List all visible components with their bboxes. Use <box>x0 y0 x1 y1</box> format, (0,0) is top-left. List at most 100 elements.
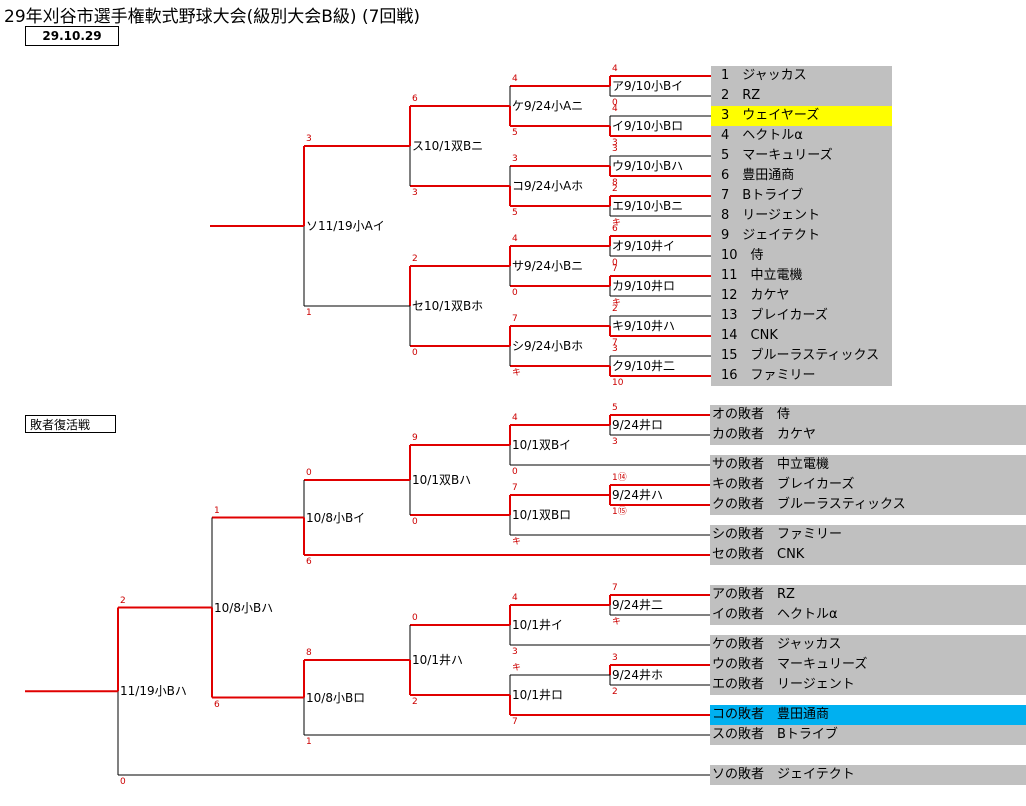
consolation-team-row: コの敗者 豊田通商 <box>710 705 1026 725</box>
game-label: 10/8小Bハ <box>214 600 274 615</box>
game-label: オ9/10井イ <box>612 239 675 253</box>
team-row: 4 ヘクトルα <box>711 126 892 146</box>
team-row: 13 ブレイカーズ <box>711 306 892 326</box>
game-label: 9/24井ロ <box>612 418 663 432</box>
team-row: 11 中立電機 <box>711 266 892 286</box>
game-label: 11/19小Bハ <box>120 684 187 699</box>
score-label: 1⑭ <box>612 473 627 483</box>
score-label: キ <box>612 617 622 627</box>
score-label: 0 <box>612 258 618 268</box>
score-label: 10 <box>612 378 624 388</box>
score-label: 2 <box>612 687 618 697</box>
score-label: 1 <box>214 505 220 516</box>
team-row: 3 ウェイヤーズ <box>711 106 892 126</box>
score-label: キ <box>612 218 622 228</box>
consolation-team-row: ケの敗者 ジャッカス <box>710 635 1026 655</box>
score-label: キ <box>612 298 622 308</box>
score-label: 3 <box>612 344 618 354</box>
game-label: ソ11/19小Aイ <box>306 219 385 233</box>
consolation-team-row: ソの敗者 ジェイテクト <box>710 765 1026 785</box>
game-label: エ9/10小Bニ <box>612 199 684 213</box>
game-label: 10/1双Bイ <box>512 438 572 452</box>
game-label: イ9/10小Bロ <box>612 119 684 133</box>
score-label: 3 <box>612 138 618 148</box>
score-label: 0 <box>512 288 518 298</box>
score-label: 3 <box>306 134 312 144</box>
consolation-team-row: シの敗者 ファミリー <box>710 525 1026 545</box>
score-label: 1 <box>306 737 312 747</box>
game-label: 10/1双Bロ <box>512 508 572 522</box>
team-row: 15 ブルーラスティックス <box>711 346 892 366</box>
score-label: 3 <box>612 653 618 663</box>
score-label: 7 <box>512 314 518 324</box>
game-label: 9/24井ホ <box>612 668 663 682</box>
game-label: ウ9/10小Bハ <box>612 159 684 173</box>
score-label: 7 <box>512 717 518 727</box>
score-label: 0 <box>306 468 312 478</box>
game-label: キ9/10井ハ <box>612 319 675 333</box>
score-label: 0 <box>612 98 618 108</box>
team-row: 10 侍 <box>711 246 892 266</box>
date-box: 29.10.29 <box>25 26 119 46</box>
team-row: 2 RZ <box>711 86 892 106</box>
team-row: 1 ジャッカス <box>711 66 892 86</box>
team-row: 7 Bトライブ <box>711 186 892 206</box>
consolation-team-row: ウの敗者 マーキュリーズ <box>710 655 1026 675</box>
score-label: 4 <box>512 74 518 84</box>
score-label: 2 <box>612 304 618 314</box>
game-label: 10/1井イ <box>512 618 563 632</box>
score-label: 3 <box>612 437 618 447</box>
score-label: 3 <box>612 144 618 154</box>
consolation-team-row: キの敗者 ブレイカーズ <box>710 475 1026 495</box>
score-label: 6 <box>412 94 418 104</box>
page-title: 29年刈谷市選手権軟式野球大会(級別大会B級) (7回戦) <box>4 7 421 27</box>
game-label: ケ9/24小Aニ <box>512 99 584 113</box>
score-label: 2 <box>412 697 418 707</box>
consolation-team-row: エの敗者 リージェント <box>710 675 1026 695</box>
score-label: 2 <box>612 184 618 194</box>
score-label: キ <box>512 663 522 673</box>
score-label: 8 <box>612 178 618 188</box>
consolation-team-row: アの敗者 RZ <box>710 585 1026 605</box>
consolation-team-row: スの敗者 Bトライブ <box>710 725 1026 745</box>
game-label: 10/8小Bロ <box>306 690 366 705</box>
score-label: 9 <box>412 433 418 443</box>
score-label: 4 <box>612 64 618 74</box>
score-label: キ <box>512 537 522 547</box>
game-label: カ9/10井ロ <box>612 279 675 293</box>
game-label: 9/24井二 <box>612 598 663 612</box>
team-row: 12 カケヤ <box>711 286 892 306</box>
score-label: 0 <box>120 777 126 787</box>
score-label: 0 <box>412 348 418 358</box>
team-row: 5 マーキュリーズ <box>711 146 892 166</box>
score-label: 1 <box>306 308 312 318</box>
game-label: 10/1双Bハ <box>412 473 472 487</box>
score-label: 0 <box>412 613 418 623</box>
game-label: コ9/24小Aホ <box>512 179 584 193</box>
score-label: 1⑮ <box>612 507 627 517</box>
team-row: 6 豊田通商 <box>711 166 892 186</box>
score-label: 0 <box>512 467 518 477</box>
score-label: 5 <box>612 403 618 413</box>
score-label: 6 <box>612 224 618 234</box>
score-label: 8 <box>306 648 312 658</box>
score-label: 6 <box>214 699 220 710</box>
game-label: シ9/24小Bホ <box>512 339 584 353</box>
consolation-label: 敗者復活戦 <box>25 415 116 433</box>
consolation-team-row: クの敗者 ブルーラスティックス <box>710 495 1026 515</box>
score-label: キ <box>512 368 522 378</box>
game-label: サ9/24小Bニ <box>512 259 584 273</box>
score-label: 7 <box>612 583 618 593</box>
score-label: 4 <box>612 104 618 114</box>
consolation-team-row: オの敗者 侍 <box>710 405 1026 425</box>
score-label: 3 <box>512 154 518 164</box>
score-label: 7 <box>612 264 618 274</box>
game-label: ア9/10小Bイ <box>612 79 684 93</box>
score-label: 2 <box>120 595 126 606</box>
team-row: 14 CNK <box>711 326 892 346</box>
game-label: ク9/10井二 <box>612 359 675 373</box>
game-label: 10/1井ハ <box>412 653 463 667</box>
score-label: 5 <box>512 128 518 138</box>
score-label: 4 <box>512 593 518 603</box>
